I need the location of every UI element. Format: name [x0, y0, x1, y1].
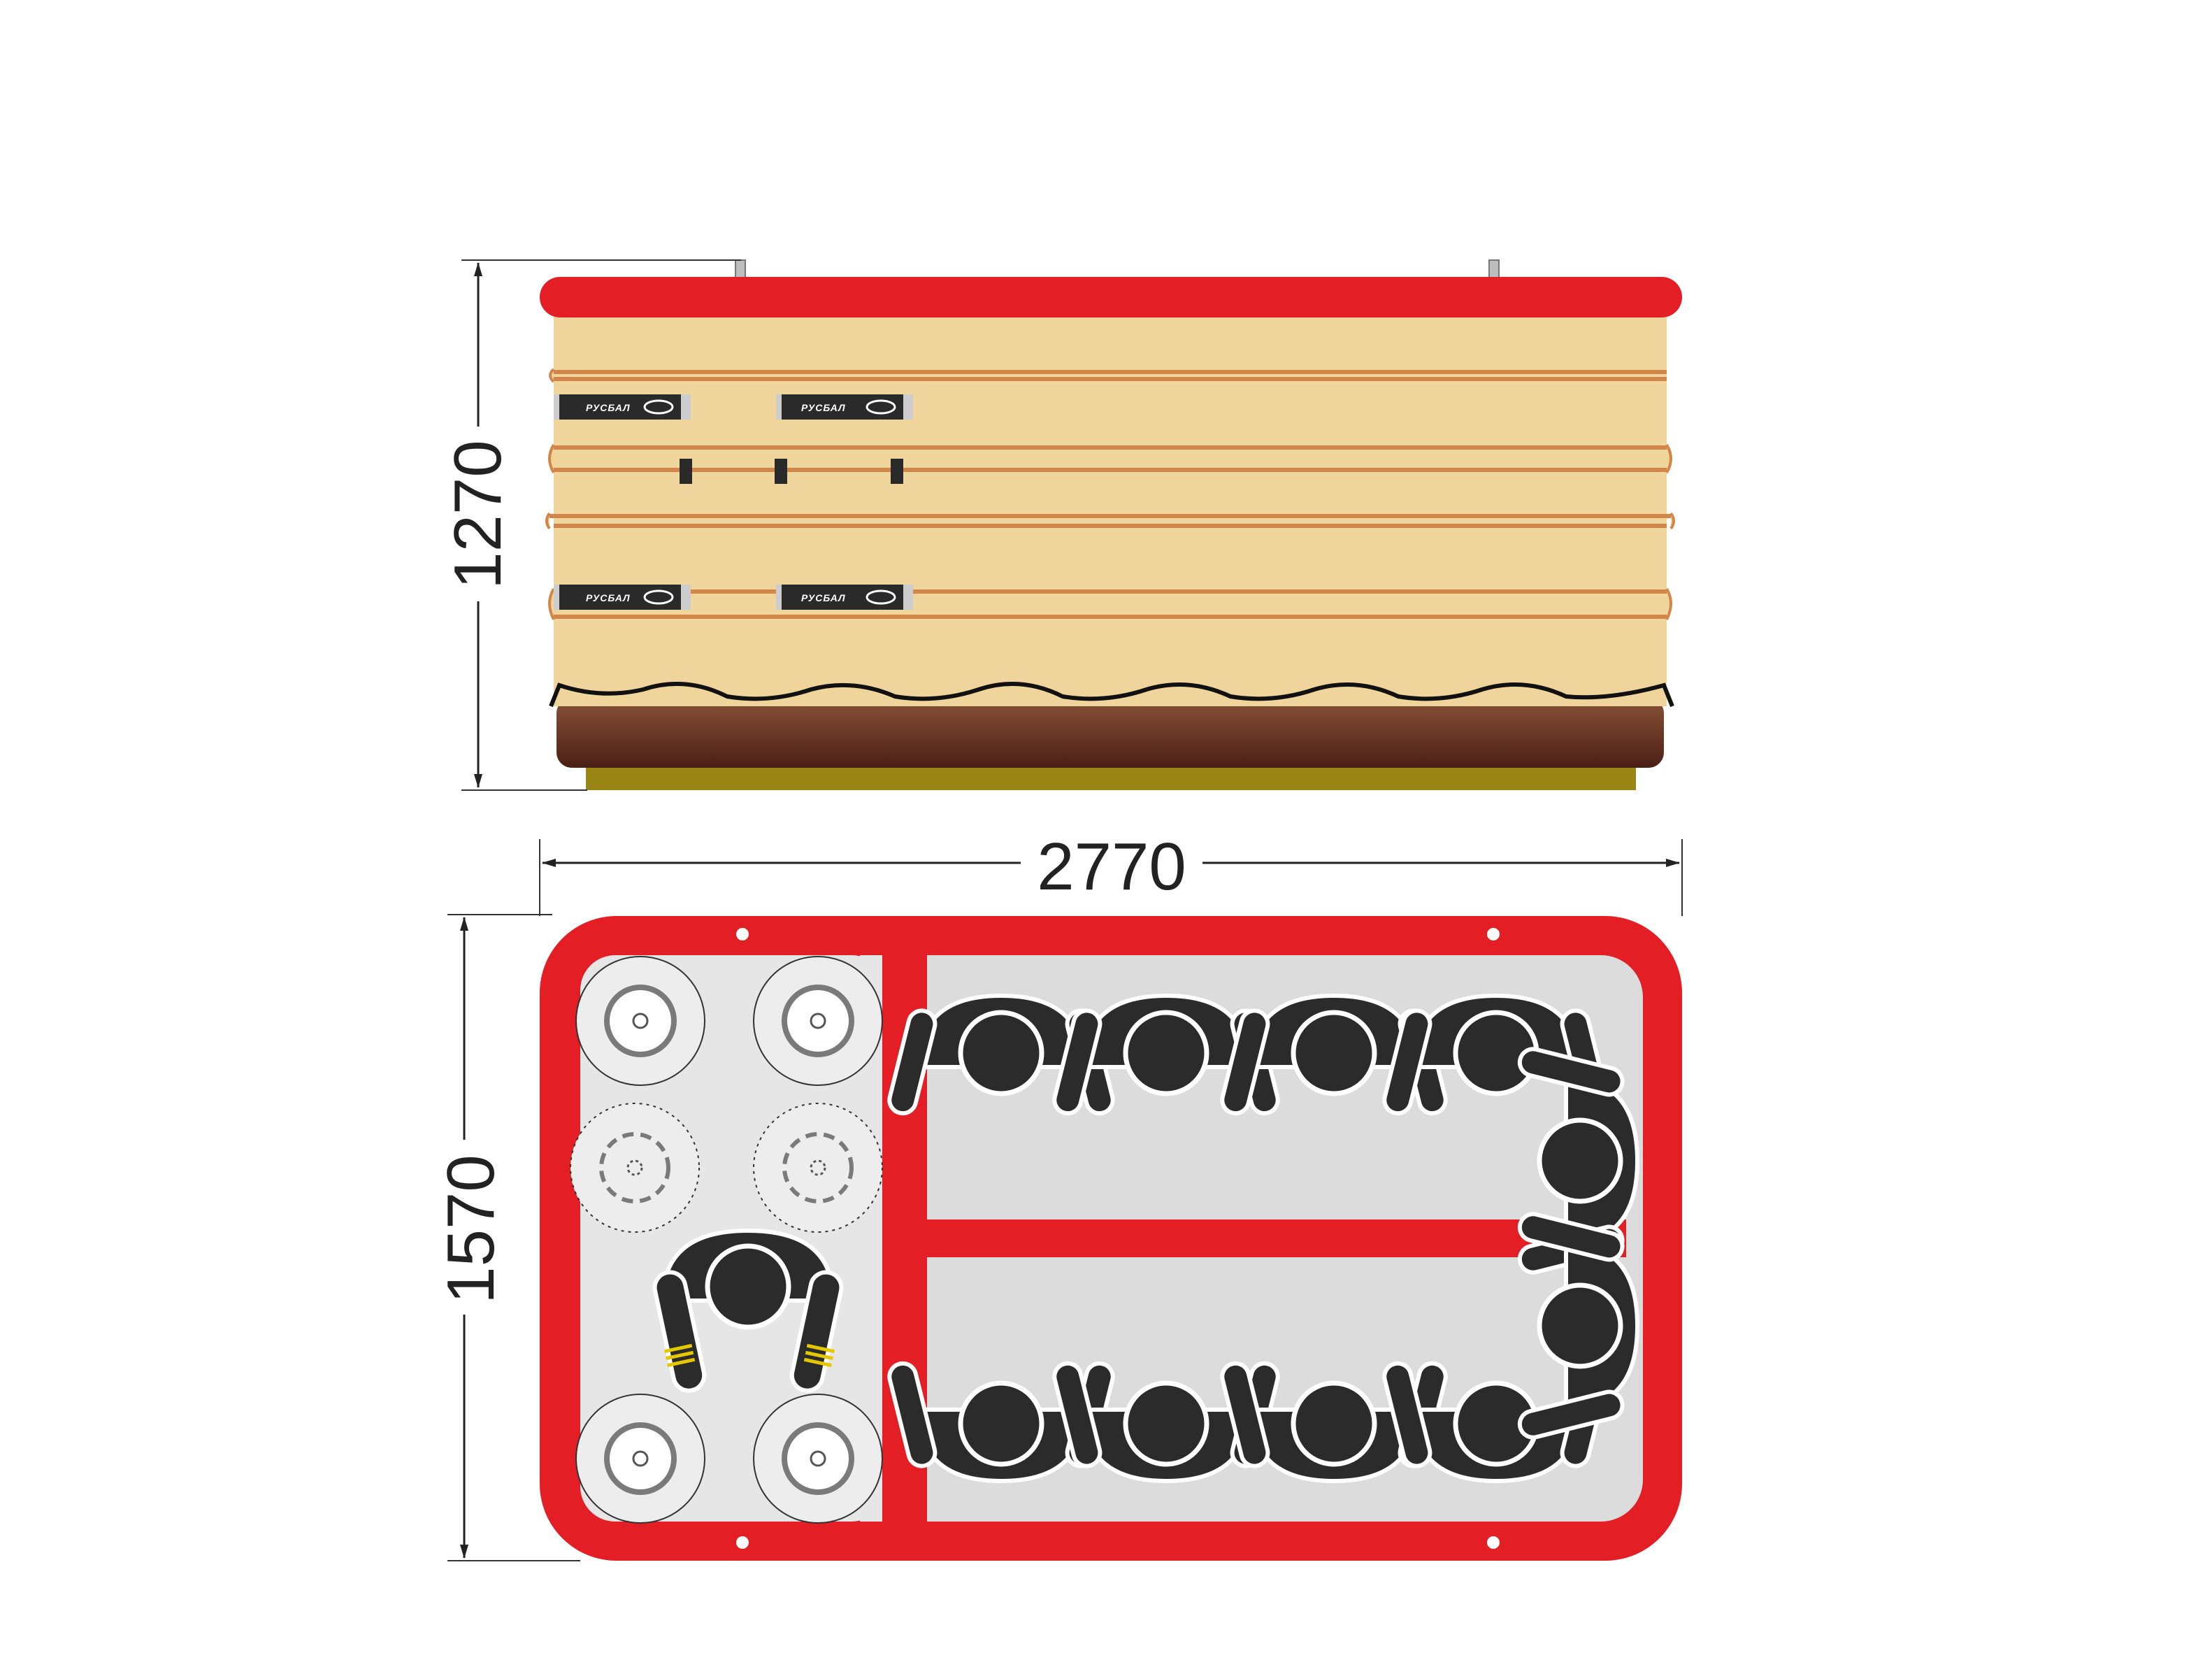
logo-plate-4: РУСБАЛ	[775, 583, 914, 611]
ring-5	[576, 1394, 705, 1523]
length-label: 2770	[1037, 829, 1186, 904]
ring-3	[570, 1103, 699, 1232]
ring-6	[754, 1394, 882, 1523]
logo-plate-3: РУСБАЛ	[552, 583, 692, 611]
logo-plate-2: РУСБАЛ	[775, 393, 914, 421]
top-plan	[540, 916, 1682, 1561]
top-rail	[540, 277, 1682, 317]
net-rope	[549, 682, 1674, 708]
length-dimension: 2770	[539, 825, 1683, 916]
field-divider-horizontal	[927, 1219, 1626, 1257]
width-label: 1570	[433, 1154, 508, 1304]
width-dimension: 1570	[426, 914, 580, 1561]
ring-1	[576, 957, 705, 1085]
brand-label: РУСБАЛ	[801, 592, 846, 603]
brand-label: РУСБАЛ	[586, 402, 631, 413]
brand-label: РУСБАЛ	[586, 592, 631, 603]
height-dimension: 1270	[439, 259, 741, 791]
height-label: 1270	[440, 440, 515, 589]
skirt	[556, 698, 1664, 768]
ring-2	[754, 957, 882, 1085]
brand-label: РУСБАЛ	[801, 402, 846, 413]
wood-body	[554, 308, 1667, 706]
front-elevation: РУСБАЛ РУСБАЛ РУСБАЛ РУСБАЛ	[540, 259, 1682, 790]
logo-plate-1: РУСБАЛ	[552, 393, 692, 421]
operator-figure	[652, 1228, 844, 1393]
ring-4	[754, 1103, 882, 1232]
